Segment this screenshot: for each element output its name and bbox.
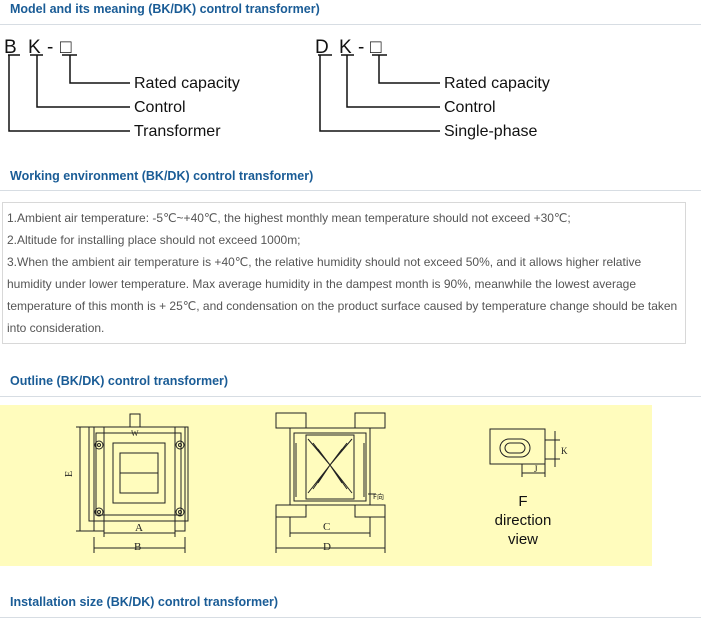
dk-label-single-phase: Single-phase: [444, 123, 538, 140]
env-text-box: [2, 202, 686, 344]
model-title-rule: [0, 24, 701, 25]
outline-drawings: E W A B F向 C D: [64, 412, 568, 553]
bk-model: B K - □ Rated capacity Control Transform…: [4, 37, 240, 140]
model-diagram: B K - □ Rated capacity Control Transform…: [4, 37, 550, 140]
outline-section-title: Outline (BK/DK) control transformer): [10, 374, 229, 388]
dk-letter-k: K: [339, 37, 352, 58]
dk-label-control: Control: [444, 99, 496, 116]
bk-label-control: Control: [134, 99, 186, 116]
bk-box: □: [60, 37, 72, 58]
detail-label-k: K: [561, 446, 568, 456]
dk-letter-d: D: [315, 37, 329, 58]
outline-drawing-panel: E W A B F向 C D: [0, 405, 652, 566]
front-view-drawing: [76, 413, 189, 553]
install-title-rule: [0, 617, 701, 618]
front-label-a: A: [135, 522, 143, 534]
env-title-rule: [0, 190, 701, 191]
model-section-title: Model and its meaning (BK/DK) control tr…: [10, 2, 320, 16]
f-direction-caption-direction: direction: [495, 512, 552, 529]
f-direction-detail: [489, 428, 560, 477]
dk-model: D K - □ Rated capacity Control Single-ph…: [315, 37, 550, 140]
front-label-w: W: [131, 429, 139, 438]
side-label-f-direction: F向: [373, 492, 384, 501]
env-line-1: 1.Ambient air temperature: -5℃~+40℃, the…: [7, 211, 571, 225]
detail-label-j: J: [534, 464, 538, 474]
front-label-b: B: [134, 541, 141, 553]
dk-box: □: [370, 37, 382, 58]
bk-dash: -: [47, 37, 53, 58]
side-label-d: D: [323, 541, 331, 553]
bk-label-transformer: Transformer: [134, 123, 221, 140]
bk-letter-k: K: [28, 37, 41, 58]
bk-letter-b: B: [4, 37, 17, 58]
f-direction-caption-view: view: [508, 531, 538, 548]
env-section-title: Working environment (BK/DK) control tran…: [10, 169, 314, 183]
env-line-2: 2.Altitude for installing place should n…: [7, 233, 301, 247]
f-direction-caption-f: F: [518, 493, 527, 510]
side-label-c: C: [323, 521, 330, 533]
env-text: 1.Ambient air temperature: -5℃~+40℃, the…: [7, 207, 681, 339]
front-label-e: E: [64, 471, 75, 477]
outline-title-rule: [0, 396, 701, 397]
env-line-3: 3.When the ambient air temperature is +4…: [7, 255, 678, 335]
side-view-drawing: [275, 412, 386, 553]
dk-label-rated: Rated capacity: [444, 75, 550, 92]
bk-label-rated: Rated capacity: [134, 75, 240, 92]
dk-dash: -: [358, 37, 364, 58]
install-section-title: Installation size (BK/DK) control transf…: [10, 595, 279, 609]
